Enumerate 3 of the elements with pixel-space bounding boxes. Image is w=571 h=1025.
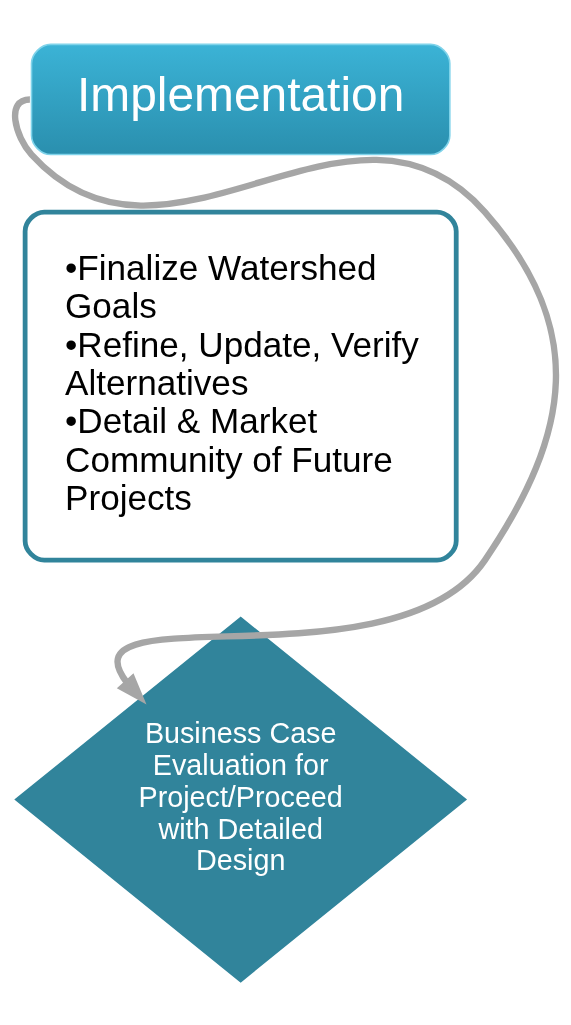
node-diamond: Business Case Evaluation for Project/Proceed with Detailed Design: [14, 616, 468, 983]
node-box: •Finalize Watershed Goals •Refine, Update, Verify Alternatives •Detail & Market Community of Future Projects: [22, 209, 459, 562]
node-box: Implementation: [30, 43, 451, 155]
